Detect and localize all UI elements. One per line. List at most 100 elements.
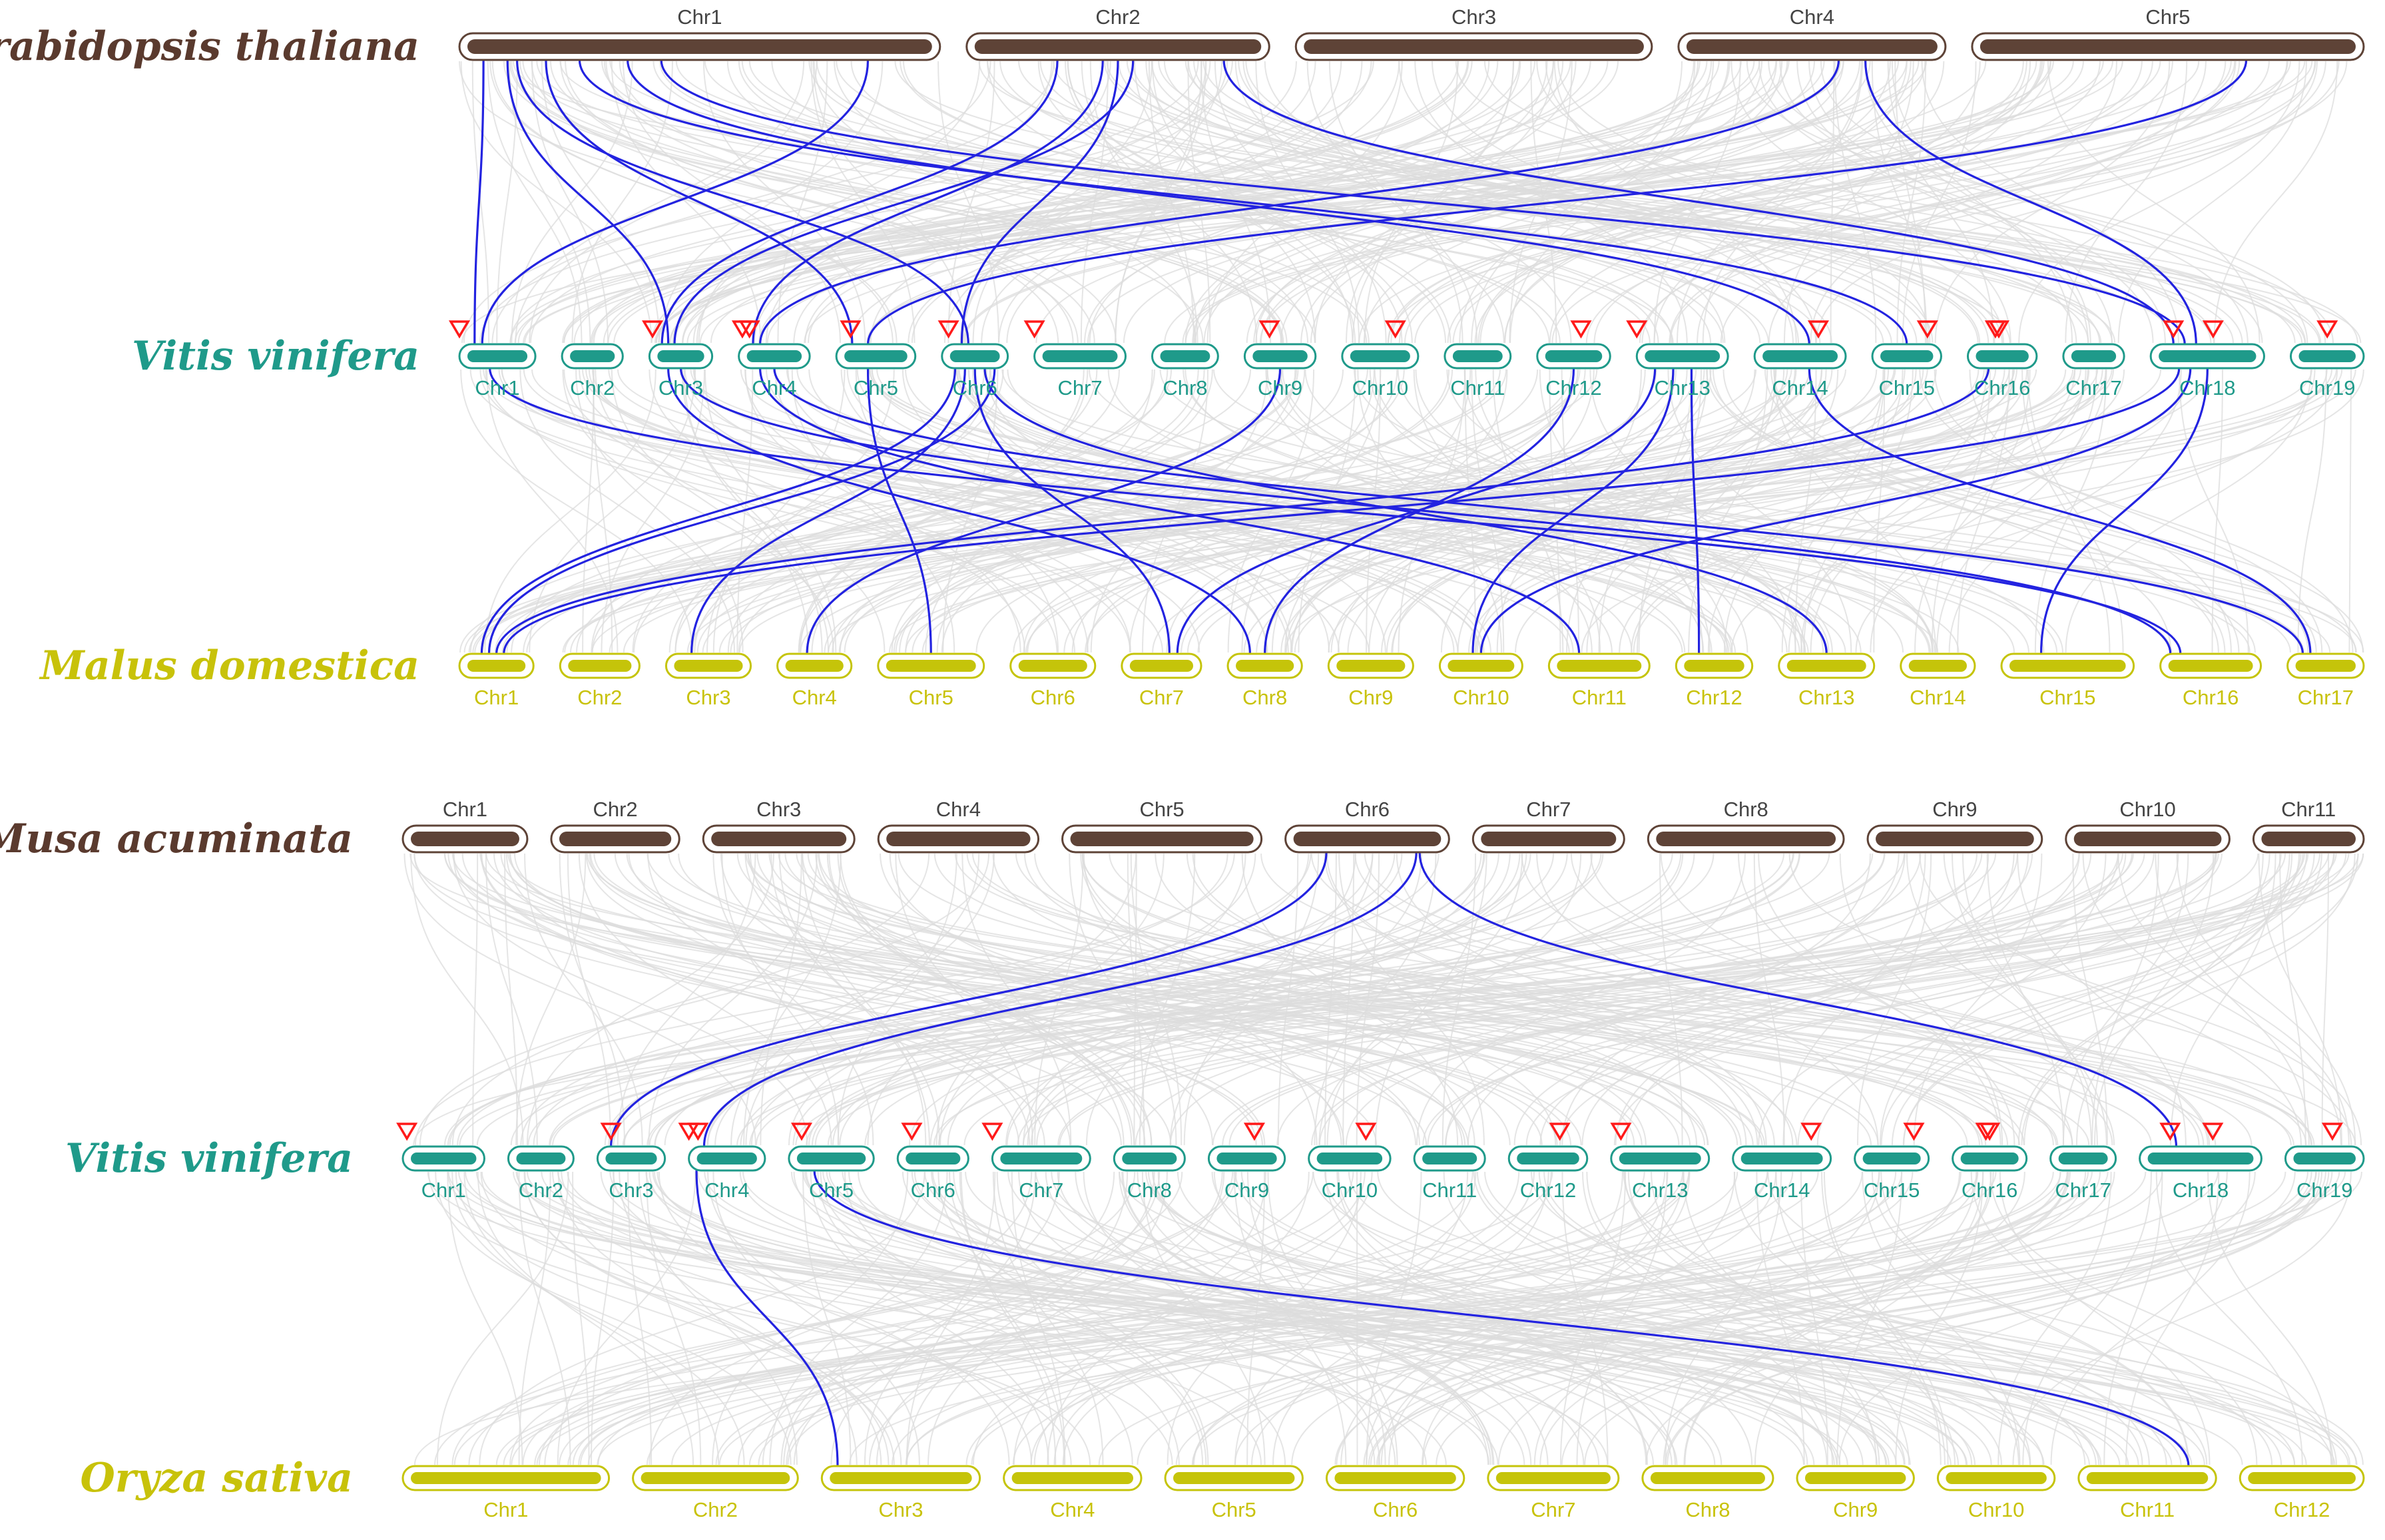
background-synteny-link [864,1171,1037,1465]
background-synteny-link [1234,1171,2061,1465]
background-synteny-link [924,1171,1976,1465]
background-synteny-link [744,369,1021,653]
chromosome-label: Chr3 [609,1178,653,1202]
background-synteny-link [714,853,1310,1146]
background-synteny-link [2207,1171,2332,1465]
species-label: Vitis vinifera [65,1135,353,1182]
background-synteny-link [1392,369,1823,653]
highlighted-synteny-link [806,368,1282,654]
background-synteny-link [1363,61,1783,344]
chromosome-bar-olive-chr3 [674,660,743,672]
background-synteny-link [2047,61,2260,344]
background-synteny-link [645,1171,1890,1465]
background-synteny-link [906,1171,1129,1465]
chromosome-bar-olive-chr12 [1684,660,1744,672]
highlighted-synteny-link [480,368,957,654]
chromosome-bar-teal-chr6 [906,1153,961,1164]
chromosome-bar-brown-chr11 [2261,832,2356,846]
background-synteny-link [698,61,981,344]
background-synteny-link [469,369,1252,653]
background-synteny-link [435,1171,792,1465]
chromosome-label: Chr6 [1031,686,1075,709]
red-down-triangle-icon [1570,320,1592,339]
background-synteny-link [1873,369,1886,653]
background-synteny-link [434,1171,1553,1465]
background-synteny-link [1549,369,1561,653]
background-synteny-link [1934,369,2323,653]
marker-layer [396,320,2344,1141]
background-synteny-link [2179,369,2249,653]
background-synteny-link [1240,1171,2097,1465]
background-synteny-link [1397,369,1934,653]
background-synteny-link [712,1171,909,1465]
background-synteny-link [1775,1171,1946,1465]
highlighted-synteny-link [679,368,2172,654]
background-synteny-link [582,369,595,653]
chromosome-label: Chr12 [2274,1498,2330,1521]
chromosome-label: Chr15 [1864,1178,1920,1202]
background-synteny-link [461,853,1378,1146]
background-synteny-link [1452,61,2173,344]
background-synteny-link [1294,369,2103,653]
background-synteny-link [2075,853,2264,1146]
chromosome-bar-teal-chr2 [516,1153,566,1164]
background-synteny-link [1855,369,2316,653]
background-synteny-link [1820,61,2249,344]
background-synteny-link [1619,369,2076,653]
chromosome-bar-olive-chr9 [1336,660,1406,672]
chromosome-bar-olive-chr10 [1448,660,1515,672]
background-synteny-link [529,369,696,653]
chromosome-label: Chr5 [809,1178,854,1202]
background-synteny-link [996,1171,1209,1465]
background-synteny-link [758,1171,1903,1465]
chromosome-bar-teal-chr3 [657,350,704,362]
background-synteny-link [578,853,832,1146]
chromosome-bar-teal-chr18 [2147,1153,2254,1164]
chromosome-bar-teal-chr17 [2058,1153,2108,1164]
chromosome-bar-teal-chr19 [2293,1153,2356,1164]
highlighted-synteny-link [758,368,1581,654]
background-synteny-link [1191,1171,2317,1465]
background-synteny-link [905,369,2332,653]
chromosome-label: Chr14 [1772,376,1828,399]
red-down-triangle-icon [1384,320,1406,339]
background-synteny-link [694,369,1121,653]
background-synteny-link [608,369,1846,653]
chromosome-label: Chr15 [1879,376,1935,399]
background-synteny-link [503,61,1283,344]
background-synteny-link [1639,61,2288,344]
chromosome-bar-brown-chr4 [1686,39,1938,54]
highlighted-synteny-link [1808,368,2312,654]
background-synteny-link [649,1171,1033,1465]
chromosome-bar-teal-chr19 [2298,350,2356,362]
background-synteny-link [815,853,1345,1146]
background-synteny-link [943,61,1342,344]
background-synteny-link [1126,61,2212,344]
background-synteny-link [848,1171,1600,1465]
background-synteny-link [1086,369,1657,653]
background-synteny-link [820,1171,1286,1465]
background-synteny-link [572,1171,1684,1465]
background-synteny-link [611,61,762,344]
chromosome-bar-olive-chr8 [1650,1472,1765,1484]
background-synteny-link [802,1171,2296,1465]
background-synteny-link [760,853,802,1146]
highlighted-synteny-link [1222,59,2175,345]
background-synteny-link [1589,369,1796,653]
background-synteny-link [557,1171,882,1465]
chromosome-bar-brown-chr10 [2073,832,2222,846]
background-synteny-link [515,61,805,344]
background-synteny-link [824,369,1810,653]
chromosome-label: Chr11 [1422,1178,1477,1202]
chromosome-bar-teal-chr10 [1316,1153,1383,1164]
background-synteny-link [1684,1171,1992,1465]
background-synteny-link [955,369,1806,653]
background-synteny-link [590,61,1720,344]
background-synteny-link [992,1171,1104,1465]
background-synteny-link [1783,61,1914,344]
background-synteny-link [493,853,1257,1146]
background-synteny-link [658,61,1469,344]
background-synteny-link [1864,61,2091,344]
chromosome-bar-olive-chr8 [1236,660,1294,672]
background-synteny-link [963,61,2084,344]
